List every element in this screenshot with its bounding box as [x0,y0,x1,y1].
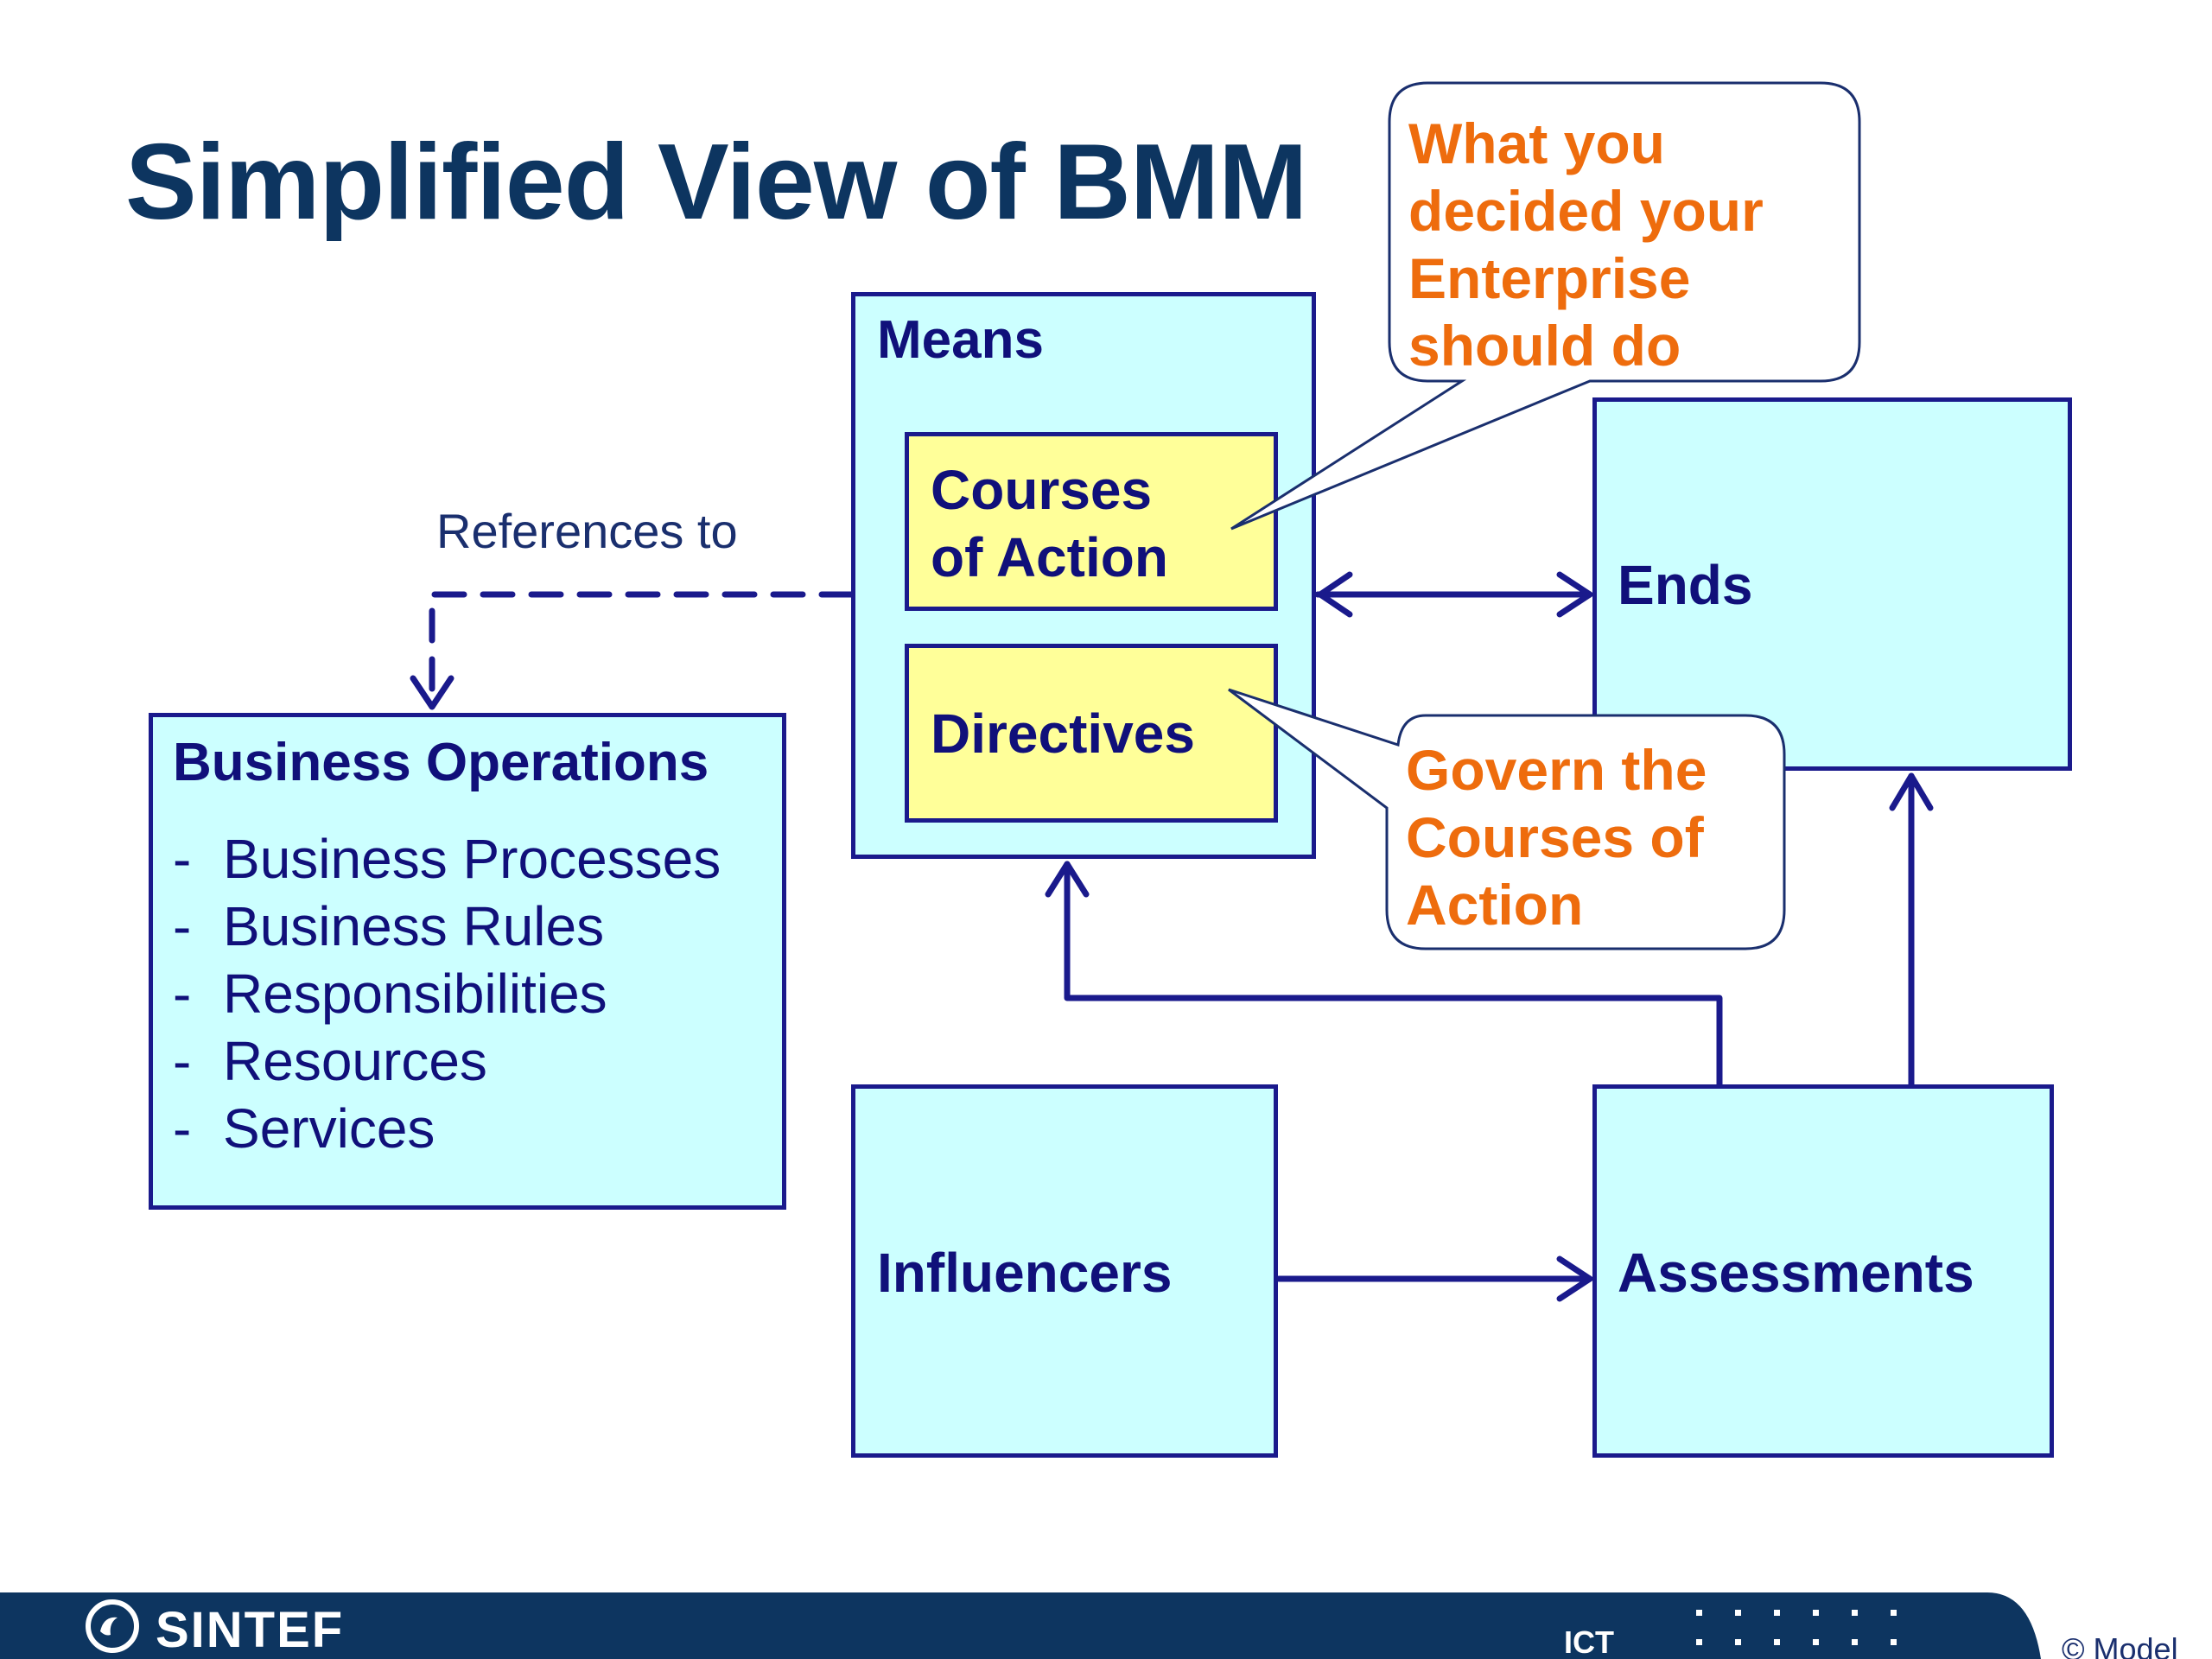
footer-copyright: © Model [2062,1631,2178,1659]
ends-up-arrowhead [1889,772,1934,811]
list-item: -Resources [173,1030,487,1092]
directives-label: Directives [931,702,1195,765]
ends-label: Ends [1618,554,1753,616]
list-item: -Business Processes [173,828,721,890]
ends-box [1592,397,2072,771]
directives-box [905,644,1278,823]
means-arrowhead [1317,571,1353,618]
assessments-box [1592,1084,2054,1458]
influencers-box [851,1084,1278,1458]
references-arrowhead [410,675,454,710]
assessments-means-line [1064,861,1723,1088]
courses-of-action-label: Courses of Action [931,459,1168,588]
means-label: Means [877,310,1044,370]
list-item: -Responsibilities [173,963,607,1025]
footer-brand: SINTEF [156,1602,345,1658]
callout-courses-bubble [1230,81,1861,531]
references-dashed-line [429,591,855,708]
business-operations-label: Business Operations [173,733,709,792]
business-operations-box [149,713,786,1210]
business-operations-list: -Business Processes -Business Rules -Res… [173,825,721,1162]
callout-courses-text: What you decided your Enterprise should … [1408,111,1764,378]
assessments-label: Assessments [1618,1242,1974,1304]
influencers-label: Influencers [877,1242,1173,1304]
callout-directives-text: Govern the Courses of Action [1406,738,1707,937]
list-item: -Business Rules [173,895,605,957]
sintef-logo-icon [86,1599,139,1653]
assessments-arrowhead [1556,1255,1593,1302]
slide-title: Simplified View of BMM [125,123,1307,242]
courses-of-action-box [905,432,1278,611]
list-item: -Services [173,1097,435,1160]
ends-arrowhead [1556,571,1593,618]
means-up-arrowhead [1045,861,1090,898]
references-label: References to [436,504,738,558]
footer-bar [0,1592,2041,1659]
footer-dots-decoration [1696,1610,1897,1645]
callout-directives-bubble [1228,688,1786,950]
footer-division: ICT [1564,1624,1614,1659]
